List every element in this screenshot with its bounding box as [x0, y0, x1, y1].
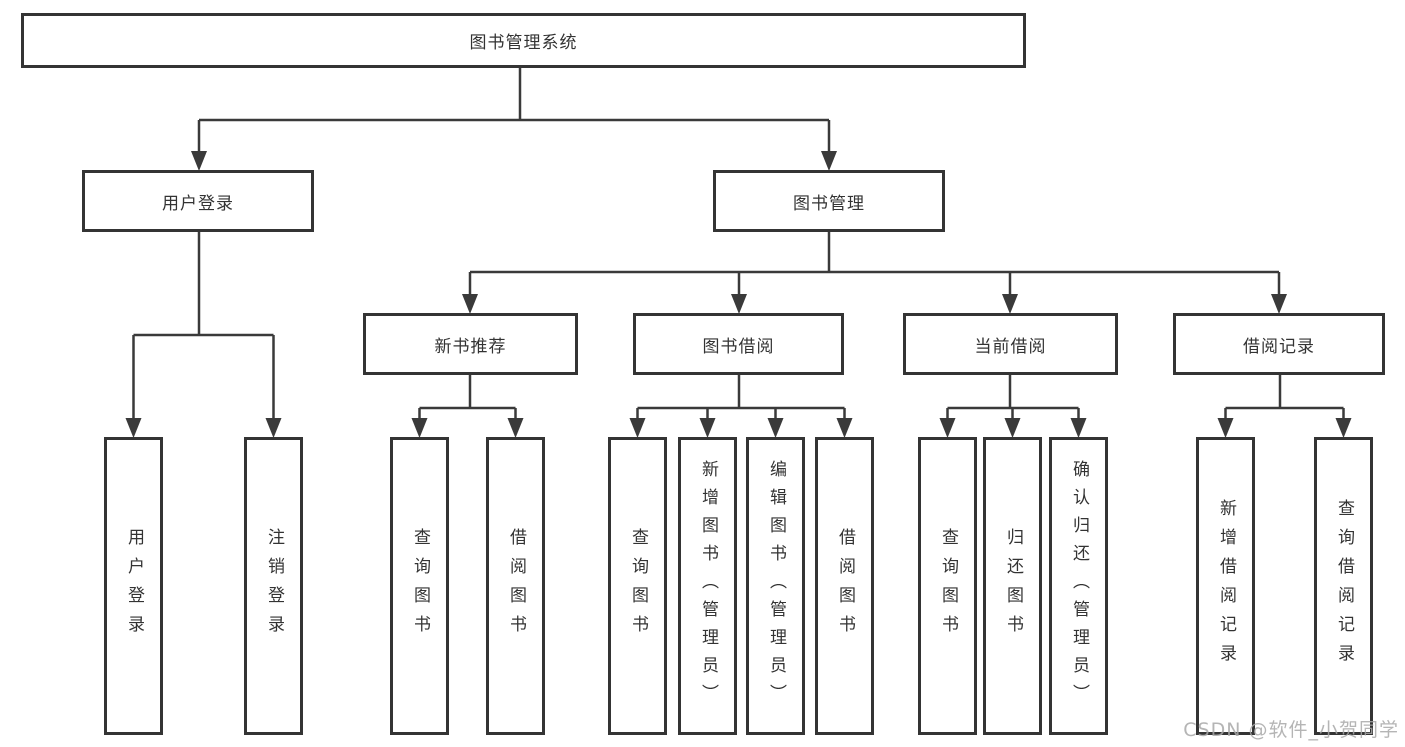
node-label: 借阅记录 — [1243, 336, 1315, 357]
node-label: 注销登录 — [264, 528, 284, 644]
node-book-borrowing: 图书借阅 — [633, 313, 844, 375]
node-book-management: 图书管理 — [713, 170, 945, 232]
leaf-add-borrow-record: 新增借阅记录 — [1196, 437, 1255, 735]
leaf-query-books-current: 查询图书 — [918, 437, 977, 735]
node-label: 归还图书 — [1003, 528, 1023, 644]
leaf-add-books-admin: 新增图书（管理员） — [678, 437, 737, 735]
node-label: 编辑图书（管理员） — [766, 460, 786, 712]
leaf-return-books: 归还图书 — [983, 437, 1042, 735]
node-label: 新增借阅记录 — [1216, 499, 1236, 673]
leaf-user-login: 用户登录 — [104, 437, 163, 735]
leaf-query-books-borrow: 查询图书 — [608, 437, 667, 735]
node-label: 当前借阅 — [974, 336, 1047, 357]
node-label: 查询图书 — [628, 528, 648, 644]
csdn-watermark: CSDN @软件_小贺同学 — [1183, 719, 1399, 741]
node-current-borrowing: 当前借阅 — [903, 313, 1118, 375]
node-label: 查询借阅记录 — [1334, 499, 1354, 673]
node-label: 借阅图书 — [835, 528, 855, 644]
node-label: 用户登录 — [162, 193, 234, 214]
node-label: 新书推荐 — [434, 336, 507, 357]
node-label: 借阅图书 — [506, 528, 526, 644]
node-label: 确认归还（管理员） — [1069, 460, 1089, 712]
node-label: 查询图书 — [410, 528, 430, 644]
node-new-book-recommendation: 新书推荐 — [363, 313, 578, 375]
leaf-query-borrow-record: 查询借阅记录 — [1314, 437, 1373, 735]
node-label: 图书管理系统 — [469, 33, 578, 53]
node-user-login: 用户登录 — [82, 170, 314, 232]
leaf-borrow-books-recommend: 借阅图书 — [486, 437, 545, 735]
node-label: 新增图书（管理员） — [698, 460, 718, 712]
leaf-logout: 注销登录 — [244, 437, 303, 735]
node-label: 用户登录 — [124, 528, 144, 644]
leaf-edit-books-admin: 编辑图书（管理员） — [746, 437, 805, 735]
leaf-confirm-return-admin: 确认归还（管理员） — [1049, 437, 1108, 735]
node-label: 图书借阅 — [702, 336, 775, 357]
node-library-management-system: 图书管理系统 — [21, 13, 1026, 68]
node-label: 图书管理 — [793, 193, 865, 214]
leaf-borrow-books: 借阅图书 — [815, 437, 874, 735]
node-borrowing-records: 借阅记录 — [1173, 313, 1385, 375]
node-label: 查询图书 — [938, 528, 958, 644]
leaf-query-books-recommend: 查询图书 — [390, 437, 449, 735]
